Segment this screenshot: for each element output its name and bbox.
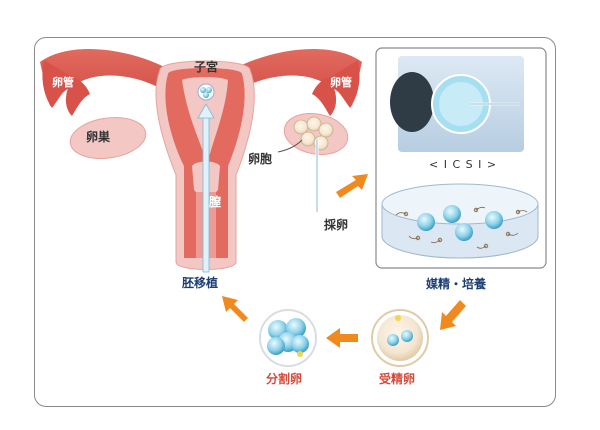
holding-pipette xyxy=(390,72,434,132)
sperm-cells xyxy=(395,206,528,249)
label-cleavage-embryo: 分割卵 xyxy=(266,372,303,386)
arrow-retrieval-to-culture xyxy=(336,174,368,198)
transfer-catheter xyxy=(202,111,210,273)
fallopian-tube-left xyxy=(40,48,192,106)
fertilized-egg xyxy=(371,309,429,367)
arrow-cleavage-to-transfer xyxy=(222,296,248,322)
label-retrieval: 採卵 xyxy=(324,218,349,232)
fallopian-tube-right xyxy=(210,48,362,106)
label-ovary: 卵巣 xyxy=(86,130,111,144)
label-fertilized-egg: 受精卵 xyxy=(379,372,416,386)
fimbriae-right xyxy=(312,60,360,116)
uterus-diagram xyxy=(40,48,362,273)
ovary-left xyxy=(69,117,147,159)
label-follicle: 卵胞 xyxy=(248,152,273,166)
cleavage-embryo xyxy=(259,309,317,367)
label-vagina: 膣 xyxy=(209,195,222,209)
icsi-culture-panel xyxy=(375,47,547,269)
transfer-arrow-up xyxy=(197,103,215,119)
follicles xyxy=(293,116,334,151)
process-arrows xyxy=(222,174,466,348)
follicle-pointer xyxy=(277,139,303,153)
label-fallopian-tube-left: 卵管 xyxy=(52,76,74,89)
label-fallopian-tube-right: 卵管 xyxy=(330,76,352,89)
label-icsi: < I C S I > xyxy=(429,158,498,171)
label-insemination-culture: 媒精・培養 xyxy=(426,277,487,291)
label-embryo-transfer: 胚移植 xyxy=(182,276,219,290)
label-uterus: 子宮 xyxy=(194,60,219,74)
arrow-fertilized-to-cleavage xyxy=(326,328,358,348)
cultured-eggs xyxy=(417,205,503,241)
fimbriae-left xyxy=(42,60,90,116)
arrow-culture-to-fertilized xyxy=(440,300,466,330)
